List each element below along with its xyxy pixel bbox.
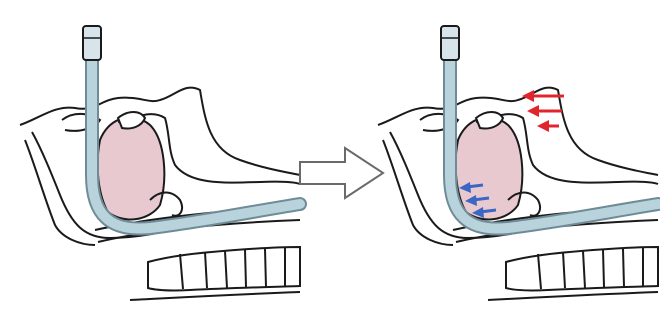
red-arrow-group [522, 90, 564, 132]
panel-after [378, 26, 658, 300]
left-arrow-icon [537, 120, 559, 132]
left-arrow-icon [527, 105, 562, 117]
right-arrow-outline-icon [300, 148, 383, 198]
panel-before [20, 26, 300, 300]
